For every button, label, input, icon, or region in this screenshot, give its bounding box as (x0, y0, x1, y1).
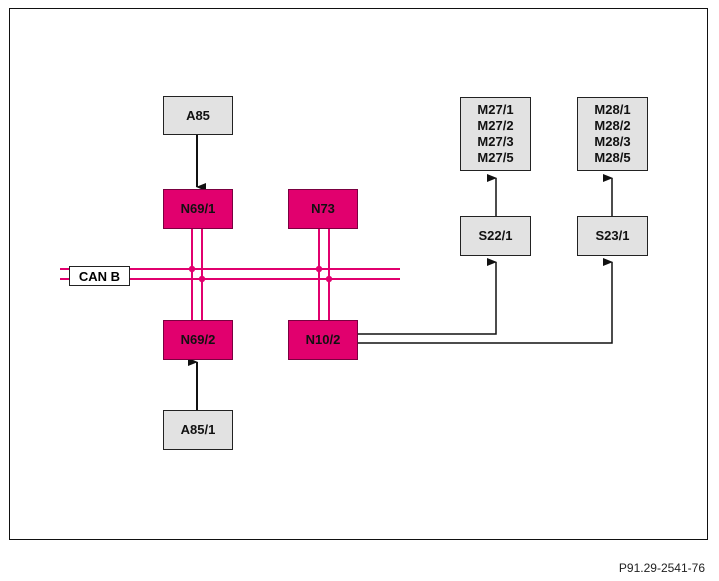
node-m27-3: M27/3 (477, 134, 514, 149)
junction-dot (325, 275, 333, 283)
node-a85: A85 (163, 96, 233, 135)
node-m28-5: M28/5 (594, 150, 631, 165)
can-b-label: CAN B (69, 266, 130, 286)
node-n69-1: N69/1 (163, 189, 233, 229)
wire-n10-2-to-s22-1 (358, 258, 497, 335)
node-m27-1: M27/1 (477, 102, 514, 117)
figure-reference: P91.29-2541-76 (618, 561, 705, 575)
junction-dot (198, 275, 206, 283)
node-a85-1: A85/1 (163, 410, 233, 450)
wire-n10-2-to-s23-1 (358, 258, 613, 344)
node-m28-3: M28/3 (594, 134, 631, 149)
node-n73: N73 (288, 189, 358, 229)
node-m27-5: M27/5 (477, 150, 514, 165)
node-m27-2: M27/2 (477, 118, 514, 133)
junction-dot (188, 265, 196, 273)
node-m27-group: M27/1 M27/2 M27/3 M27/5 (460, 97, 531, 171)
diagram-frame (9, 8, 708, 540)
junction-dot (315, 265, 323, 273)
node-m28-2: M28/2 (594, 118, 631, 133)
node-s22-1: S22/1 (460, 216, 531, 256)
node-n69-2: N69/2 (163, 320, 233, 360)
node-n10-2: N10/2 (288, 320, 358, 360)
node-m28-group: M28/1 M28/2 M28/3 M28/5 (577, 97, 648, 171)
node-s23-1: S23/1 (577, 216, 648, 256)
node-m28-1: M28/1 (594, 102, 631, 117)
